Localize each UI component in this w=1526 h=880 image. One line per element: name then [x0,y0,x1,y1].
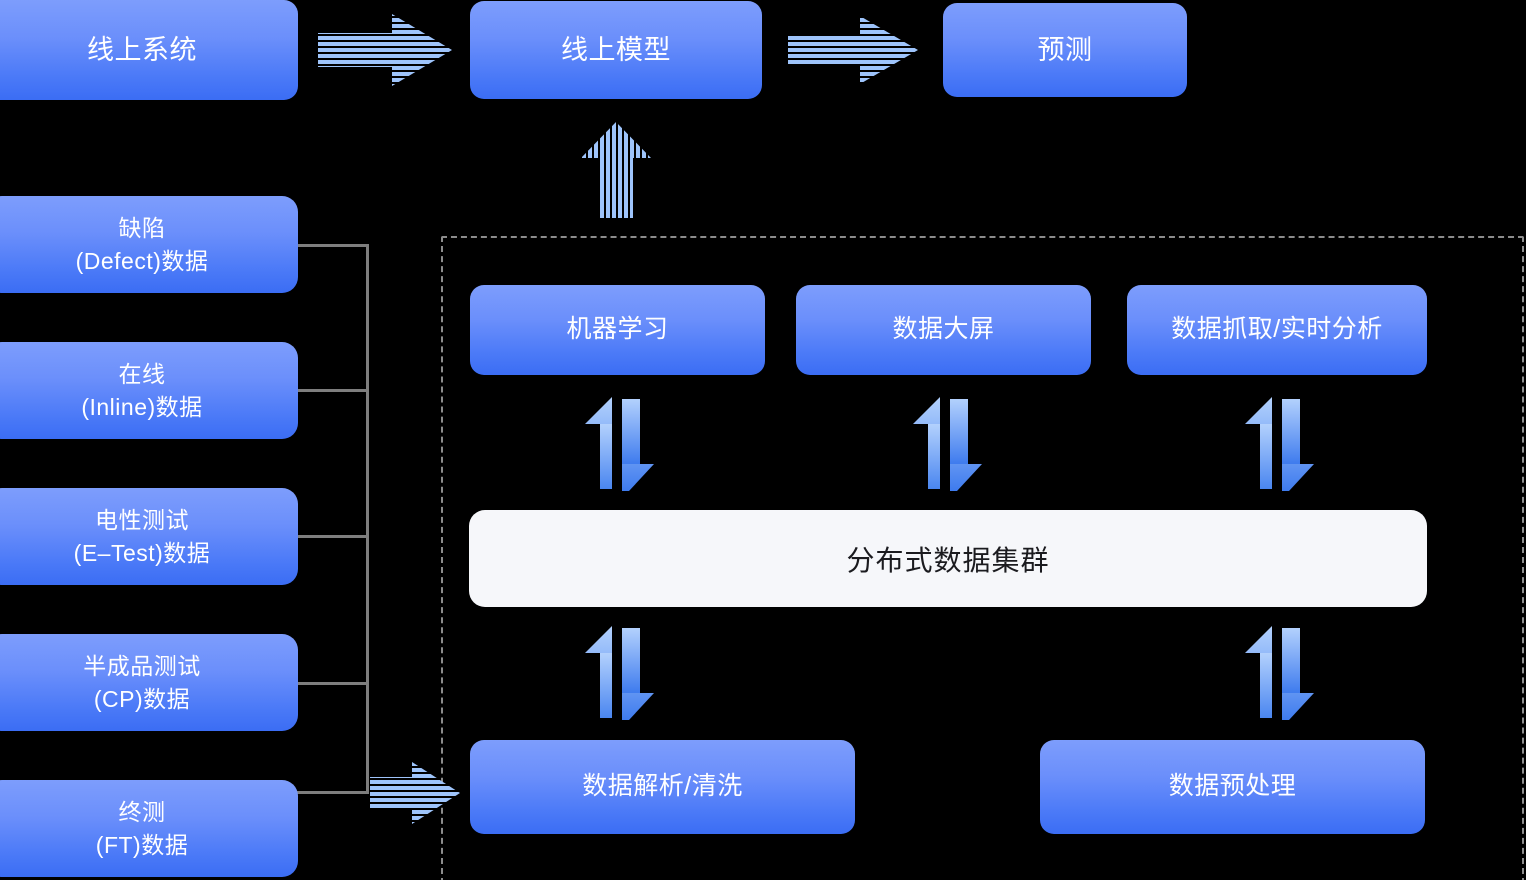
node-online-model-label: 线上模型 [561,34,671,65]
node-source-etest-line1: 电性测试 [95,506,189,533]
node-data-capture[interactable]: 数据抓取/实时分析 [1127,285,1427,375]
node-source-cp[interactable]: 半成品测试 (CP)数据 [0,634,298,731]
node-source-ft[interactable]: 终测 (FT)数据 [0,780,298,877]
node-machine-learning-label: 机器学习 [566,315,669,344]
node-online-system[interactable]: 线上系统 [0,0,298,100]
arrow-model-to-prediction [788,16,918,84]
arrow-cluster-parse [585,626,654,720]
node-prediction-label: 预测 [1037,34,1093,65]
arrow-ml-cluster [585,397,654,491]
node-online-model[interactable]: 线上模型 [470,1,762,99]
node-online-system-label: 线上系统 [87,34,197,65]
node-distributed-cluster-label: 分布式数据集群 [846,544,1050,576]
platform-dashed-region [441,236,1524,880]
node-data-capture-label: 数据抓取/实时分析 [1171,315,1383,344]
arrow-sources-to-platform [370,762,460,824]
node-machine-learning[interactable]: 机器学习 [470,285,765,375]
node-source-ft-line1: 终测 [118,798,166,825]
node-source-inline-line1: 在线 [118,360,166,387]
bracket-branch-ft [297,791,369,794]
bracket-branch-inline [297,389,369,392]
node-source-defect-line1: 缺陷 [118,214,166,241]
node-source-cp-line2: (CP)数据 [93,685,191,712]
node-source-defect-line2: (Defect)数据 [75,247,209,274]
bracket-trunk [366,244,369,794]
node-source-cp-line1: 半成品测试 [83,652,201,679]
node-source-inline[interactable]: 在线 (Inline)数据 [0,342,298,439]
node-prediction[interactable]: 预测 [943,3,1187,97]
node-data-preprocess[interactable]: 数据预处理 [1040,740,1425,834]
bracket-branch-defect [297,244,369,247]
arrow-capture-cluster [1245,397,1314,491]
node-source-defect[interactable]: 缺陷 (Defect)数据 [0,196,298,293]
node-source-ft-line2: (FT)数据 [95,831,189,858]
bracket-branch-cp [297,682,369,685]
node-data-parse-clean-label: 数据解析/清洗 [582,772,743,801]
node-data-dashboard-label: 数据大屏 [892,315,995,344]
arrow-system-to-model [318,14,452,86]
node-source-etest-line2: (E–Test)数据 [73,539,211,566]
node-data-parse-clean[interactable]: 数据解析/清洗 [470,740,855,834]
node-source-inline-line2: (Inline)数据 [81,393,203,420]
arrow-platform-to-model [581,122,651,218]
node-source-etest[interactable]: 电性测试 (E–Test)数据 [0,488,298,585]
bracket-branch-etest [297,535,369,538]
node-distributed-cluster[interactable]: 分布式数据集群 [469,510,1427,607]
arrow-dashboard-cluster [913,397,982,491]
node-data-preprocess-label: 数据预处理 [1168,772,1297,801]
node-data-dashboard[interactable]: 数据大屏 [796,285,1091,375]
arrow-cluster-preprocess [1245,626,1314,720]
